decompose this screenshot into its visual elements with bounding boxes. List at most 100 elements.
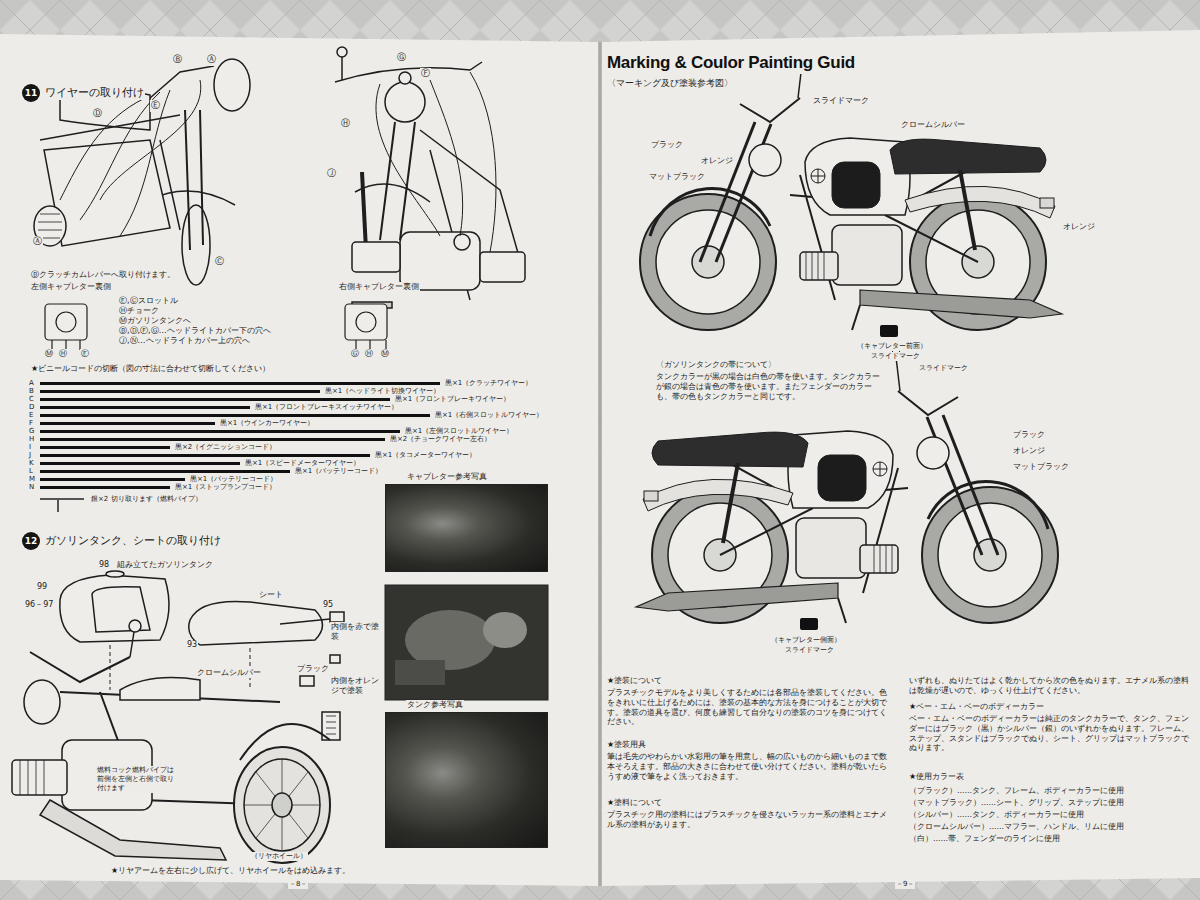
wire-routing-front-view-part [480, 252, 525, 282]
reference-photo-part [385, 585, 548, 700]
tank-seat-exploded-view-part [24, 680, 60, 724]
tank-seat-exploded-view-part [189, 601, 323, 645]
annotation: Ⓔ,Ⓒスロットル [118, 296, 179, 306]
tank-seat-exploded-view-part [272, 793, 292, 817]
wire-routing-side-view-part [185, 110, 190, 250]
annotation: Ⓗチョーク [118, 306, 160, 316]
annotation: スライドマーク [918, 364, 969, 373]
tank-seat-exploded-view-part [330, 612, 344, 622]
reference-photo-part [395, 660, 445, 685]
tank-seat-exploded-view-part [40, 800, 226, 860]
note-text: 筆は毛先のやわらかい水彩用の筆を用意し、幅の広いものから細いものまで数本そろえま… [606, 752, 893, 781]
tank-seat-exploded-view-part [244, 759, 320, 851]
right-page [602, 30, 1200, 886]
reference-photo-part [483, 612, 527, 648]
wire-routing-front-view-part [355, 184, 430, 202]
tank-seat-exploded-view-part [130, 632, 134, 657]
annotation: －9－ [895, 880, 915, 889]
annotation: シート [258, 590, 284, 600]
note-text: （白）……帯、フェンダーのラインに使用 [908, 834, 1190, 844]
note-text: 燃料コック燃料パイプは前側を左側と右側で取り付けます [96, 766, 178, 793]
photo-caption: キャブレター参考写真 [406, 472, 488, 482]
wire-routing-front-view-part [352, 242, 400, 272]
tank-seat-exploded-view-part [240, 724, 330, 760]
cord-cut-lengths-part [40, 446, 170, 449]
carburetor-detail-part [345, 304, 387, 340]
annotation: 黒×1（バッテリーコード） [294, 467, 383, 476]
annotation: 左側キャブレター裏側 [30, 282, 112, 292]
annotation: ブラック [650, 140, 684, 150]
tank-seat-exploded-view-part [60, 575, 169, 642]
note-text: タンクカラーが黒の場合は白色の帯を使います。タンクカラーが銀の場合は青色の帯を使… [655, 372, 887, 401]
wire-routing-front-view [335, 47, 525, 308]
tank-seat-exploded-view-part [234, 747, 330, 863]
annotation: マットブラック [648, 172, 706, 182]
callout-letter: 93 [186, 640, 198, 650]
cord-cut-lengths-part [40, 414, 430, 417]
annotation: 右側キャブレター裏側 [338, 282, 420, 292]
annotation: ★リヤアームを左右に少し広げて、リヤホイールをはめ込みます。 [110, 866, 351, 876]
annotation: ★塗料について [606, 798, 663, 808]
cord-cut-lengths-part [40, 406, 250, 409]
annotation: Ⓑ,Ⓓ,Ⓕ,Ⓖ…ヘッドライトカバー下の穴へ [118, 326, 272, 336]
annotation: 組み立てたガソリンタンク [116, 560, 214, 570]
annotation: 黒×2（イグニッションコード） [174, 443, 277, 452]
callout-letter: Ⓔ [150, 100, 161, 112]
annotation: 黒×1（クラッチワイヤー） [444, 379, 533, 388]
callout-letter: Ⓖ [396, 52, 407, 64]
annotation: クロームシルバー [196, 668, 262, 678]
annotation: ガソリンタンク、シートの取り付け [44, 534, 222, 548]
wire-routing-side-view-part [150, 66, 214, 98]
annotation: 黒×1（フロントブレーキワイヤー） [394, 395, 511, 404]
reference-photo [385, 585, 548, 700]
annotation: －8－ [288, 880, 308, 889]
cord-cut-lengths-part [40, 390, 320, 393]
note-text: （シルバー）……タンク、ボディーカラーに使用 [908, 810, 1190, 820]
cord-cut-lengths-part [40, 422, 215, 425]
annotation: Ⓜガソリンタンクへ [118, 316, 192, 326]
carburetor-detail-part [45, 304, 87, 340]
annotation: 黒×1（フロントブレーキスイッチワイヤー） [254, 403, 399, 412]
page-title: Marking & Coulor Painting Guid [606, 52, 856, 74]
tank-seat-exploded-view-part [244, 759, 320, 851]
wire-routing-front-view-part [376, 72, 496, 252]
reference-photo: キャブレター参考写真 [385, 484, 548, 572]
cord-cut-lengths-part [40, 486, 170, 489]
tank-seat-exploded-view-part [129, 620, 141, 632]
tank-seat-exploded-view-part [12, 760, 67, 795]
wire-routing-side-view-part [200, 110, 203, 245]
wire-routing-front-view-part [385, 82, 425, 122]
callout-letter: Ⓑ [172, 54, 183, 66]
annotation: スライドマーク [870, 352, 921, 361]
carburetor-detail-part [56, 312, 76, 332]
annotation: オレンジ [1012, 446, 1046, 456]
tank-seat-exploded-view-part [30, 652, 130, 682]
carburetor-detail-part [356, 312, 376, 332]
tank-seat-exploded-view-part [330, 655, 340, 663]
annotation: ワイヤーの取り付け [44, 86, 145, 100]
annotation: ★塗装について [606, 676, 663, 686]
callout-letter: Ⓕ [420, 68, 431, 80]
cord-cut-lengths-part [40, 478, 185, 481]
tank-seat-exploded-view-part [20, 760, 44, 795]
annotation: 96－97 [24, 600, 54, 610]
annotation: スライドマーク [812, 96, 870, 106]
cord-cut-lengths-part [40, 398, 390, 401]
reference-photo: タンク参考写真 [385, 712, 548, 848]
callout-letter: Ⓗ [58, 349, 68, 359]
callout-letter: Ⓗ [340, 118, 351, 130]
annotation: ★塗装用具 [606, 740, 647, 750]
cord-cut-lengths-part [40, 438, 385, 441]
page-fold [599, 42, 602, 886]
annotation: ★ビニールコードの切断（図の寸法に合わせて切断してください） [30, 364, 271, 374]
wire-routing-side-view-part [40, 115, 180, 230]
tank-seat-exploded-view [12, 571, 344, 863]
annotation: （リヤホイール） [250, 852, 308, 861]
callout-letter: 95 [322, 600, 334, 610]
callout-letter: Ⓙ [326, 168, 337, 180]
wire-routing-front-view-part [341, 56, 343, 80]
annotation: 黒×1（ストップランプコード） [174, 483, 277, 492]
wire-routing-front-view-part [400, 122, 415, 240]
note-text: （マットブラック）……シート、グリップ、ステップに使用 [908, 798, 1190, 808]
